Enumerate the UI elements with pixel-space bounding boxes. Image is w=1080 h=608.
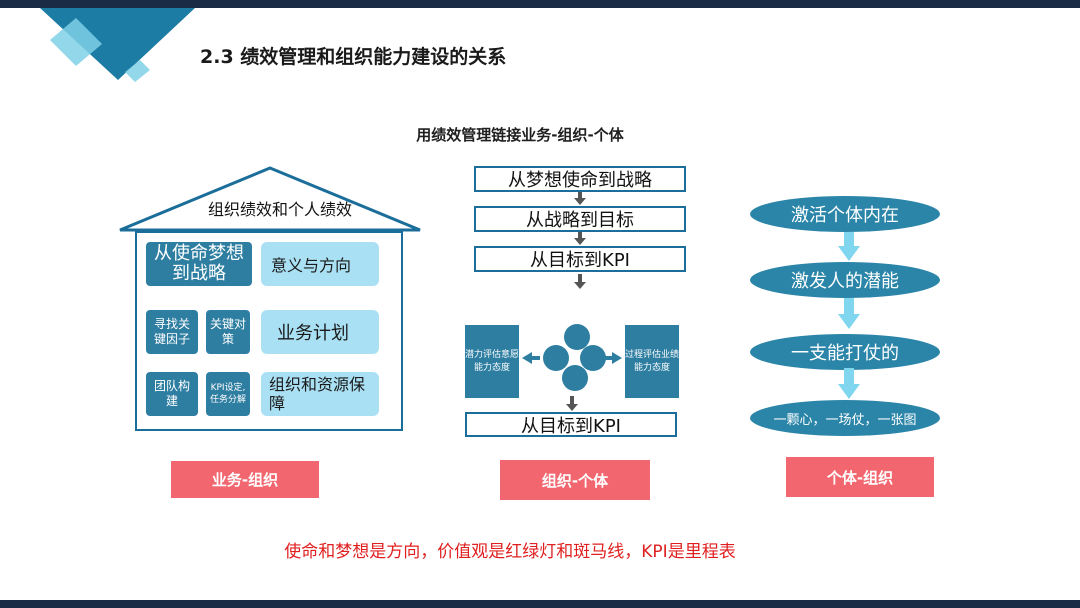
tile-business-plan: 业务计划 — [261, 310, 379, 354]
flow-step-3: 从目标到KPI — [474, 246, 686, 272]
org-individual-button: 组织-个体 — [500, 460, 650, 500]
house-roof — [119, 166, 421, 232]
flow-step-bottom: 从目标到KPI — [465, 412, 677, 437]
down-arrow-icon — [574, 192, 586, 205]
tile-team: 团队构建 — [146, 372, 198, 416]
bottom-caption: 使命和梦想是方向，价值观是红绿灯和斑马线，KPI是里程表 — [284, 542, 736, 562]
top-bar — [0, 0, 1080, 8]
down-arrow-icon — [574, 274, 586, 289]
oval-capable-team: 一支能打仗的 — [750, 334, 940, 370]
house-roof-label: 组织绩效和个人绩效 — [207, 200, 352, 219]
cyan-down-arrow-icon — [838, 368, 860, 399]
down-arrow-icon — [574, 232, 586, 245]
individual-org-button: 个体-组织 — [786, 457, 934, 497]
oval-stimulate: 激发人的潜能 — [750, 262, 940, 298]
four-circles-icon — [522, 324, 622, 391]
tile-key-factor: 寻找关键因子 — [146, 310, 198, 354]
process-assessment-box: 过程评估业绩能力态度 — [625, 325, 679, 398]
corner-decoration — [40, 8, 195, 82]
potential-assessment-box: 潜力评估意愿能力态度 — [465, 325, 519, 398]
page-title: 2.3 绩效管理和组织能力建设的关系 — [200, 46, 507, 68]
oval-one-heart: 一颗心，一场仗，一张图 — [750, 400, 940, 436]
bottom-bar — [0, 600, 1080, 608]
tile-resources: 组织和资源保障 — [261, 372, 379, 416]
tile-kpi-setting: KPI设定,任务分解 — [206, 372, 250, 416]
oval-activate: 激活个体内在 — [750, 196, 940, 232]
business-org-button: 业务-组织 — [171, 461, 319, 498]
tile-mission: 从使命梦想到战略 — [146, 242, 252, 286]
flow-step-2: 从战略到目标 — [474, 206, 686, 232]
cyan-down-arrow-icon — [838, 298, 860, 329]
down-arrow-icon — [566, 396, 578, 411]
tile-key-measure: 关键对策 — [206, 310, 250, 354]
cyan-down-arrow-icon — [838, 232, 860, 261]
diagram-subtitle: 用绩效管理链接业务-组织-个体 — [416, 126, 624, 144]
flow-step-1: 从梦想使命到战略 — [474, 166, 686, 192]
tile-direction: 意义与方向 — [261, 242, 379, 286]
